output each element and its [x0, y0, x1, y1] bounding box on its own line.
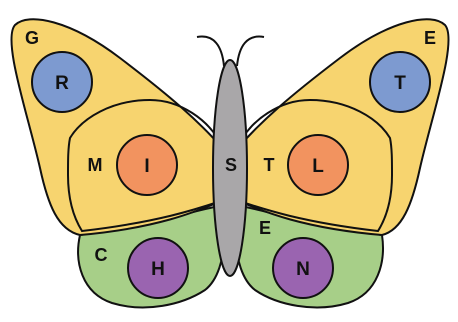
upper-right-wing — [236, 19, 449, 235]
circle-label-bottom-left: H — [151, 259, 165, 280]
region-label-right-inner: T — [264, 155, 275, 175]
upper-left-wing — [11, 19, 224, 235]
circle-label-mid-left: I — [144, 156, 149, 177]
circle-label-top-left: R — [55, 73, 69, 94]
left-antenna — [197, 37, 224, 66]
circle-label-top-right: T — [394, 73, 406, 94]
right-antenna — [237, 37, 264, 66]
region-label-right-lower: E — [259, 218, 271, 238]
region-label-body: S — [225, 155, 237, 175]
region-label-left-inner: M — [88, 155, 103, 175]
circle-label-bottom-right: N — [296, 259, 310, 280]
circle-label-mid-right: L — [312, 156, 324, 177]
corner-label-top-right: E — [424, 28, 436, 48]
corner-label-bottom-left: C — [95, 245, 108, 265]
corner-label-top-left: G — [25, 28, 39, 48]
